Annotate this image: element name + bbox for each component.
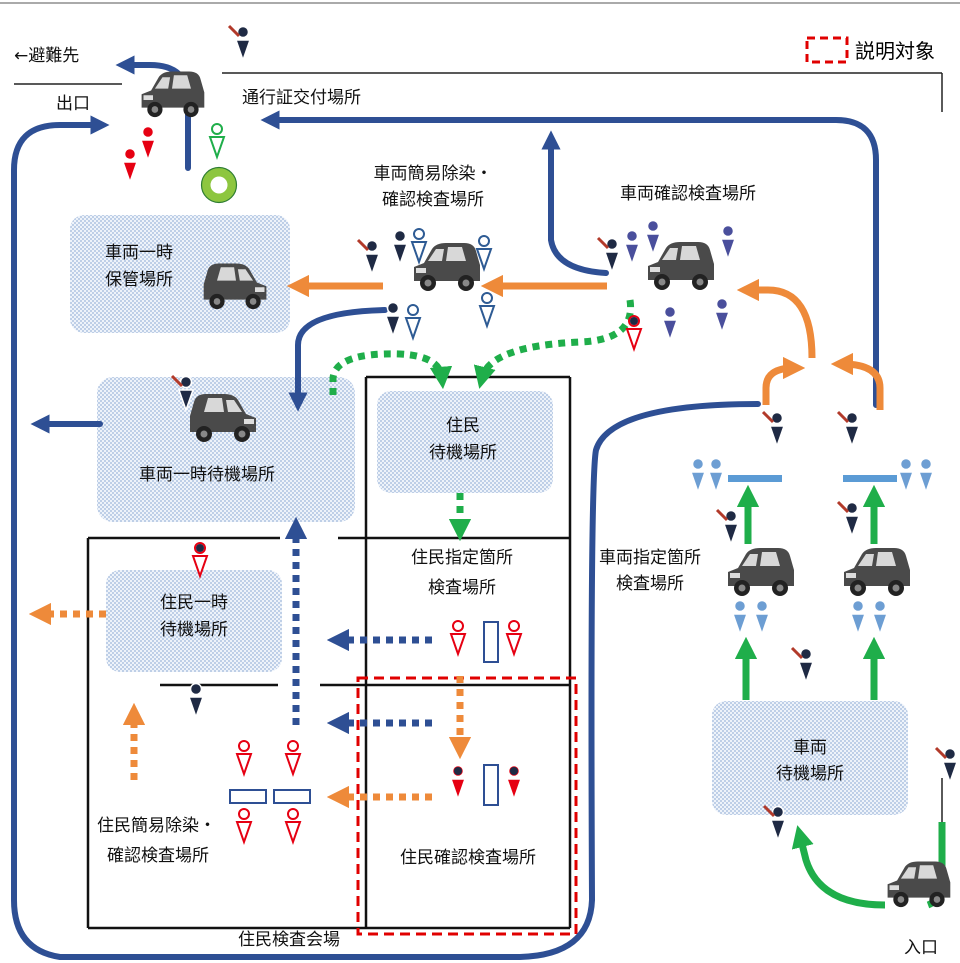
resident-temp-wait-label-1: 住民一時 <box>160 593 228 613</box>
evacuation-label: ←避難先 <box>14 46 80 66</box>
vehicle-temp-wait-area <box>97 377 355 522</box>
car-icon <box>887 861 951 908</box>
entrance-label: 入口 <box>904 938 938 958</box>
exit-label: 出口 <box>56 94 90 114</box>
resident-icons-light <box>690 457 934 635</box>
car-icon <box>648 242 714 290</box>
car-icon <box>844 548 910 596</box>
gate-bar-right <box>843 475 897 482</box>
staff-icons <box>170 24 958 841</box>
pin-heads <box>196 317 638 775</box>
resident-venue-label: 住民検査会場 <box>238 930 340 950</box>
vehicle-flow-lines <box>11 55 879 960</box>
pass-issue-label: 通行証交付場所 <box>242 88 361 108</box>
vehicle-temp-storage-label-1: 車両一時 <box>105 243 173 263</box>
ok-ring-outline <box>200 166 238 204</box>
decon-dotted-flows <box>28 602 472 809</box>
vehicle-wait-label-1: 車両 <box>793 738 827 758</box>
resident-wait-area <box>377 391 553 493</box>
vehicle-simple-decon-label-2: 確認検査場所 <box>382 190 484 210</box>
resident-simple-decon-label-1: 住民簡易除染・ <box>97 816 216 836</box>
resident-temp-wait-label-2: 待機場所 <box>160 620 228 640</box>
vehicle-wait-label-2: 待機場所 <box>776 764 844 784</box>
vehicle-simple-decon-label-1: 車両簡易除染・ <box>373 164 493 184</box>
resident-simple-decon-label-2: 確認検査場所 <box>107 846 209 866</box>
vehicle-check-label: 車両確認検査場所 <box>620 184 756 204</box>
resident-dotted-flows <box>329 299 635 542</box>
vehicle-wait-area <box>712 701 908 815</box>
legend-box <box>805 36 849 64</box>
resident-wait-label-2: 待機場所 <box>429 443 497 463</box>
resident-point-check-label-2: 検査場所 <box>428 578 496 598</box>
resident-temp-wait-area <box>106 570 282 672</box>
ok-ring-icon <box>201 167 237 203</box>
vehicle-temp-wait-label: 車両一時待機場所 <box>139 465 275 485</box>
resident-to-venue-dotted-flows <box>284 516 432 735</box>
resident-icon-cleared <box>209 123 225 158</box>
vehicle-temp-storage-area <box>70 215 290 333</box>
gate-bar-left <box>728 475 782 482</box>
resident-icons-vehicle-check <box>624 219 736 341</box>
vehicle-point-check-label-2: 検査場所 <box>616 574 684 594</box>
vehicle-temp-storage-label-2: 保管場所 <box>105 270 173 290</box>
legend-label: 説明対象 <box>855 39 935 63</box>
vehicle-point-check-label-1: 車両指定箇所 <box>599 548 701 568</box>
resident-point-check-label-1: 住民指定箇所 <box>411 548 513 568</box>
car-icon <box>141 71 205 118</box>
decon-flow-lines <box>286 274 884 410</box>
screening-devices <box>229 621 499 806</box>
car-icon <box>728 548 794 596</box>
focus-highlight-box <box>356 676 578 936</box>
resident-check-label: 住民確認検査場所 <box>400 848 536 868</box>
resident-wait-label-1: 住民 <box>446 416 480 436</box>
